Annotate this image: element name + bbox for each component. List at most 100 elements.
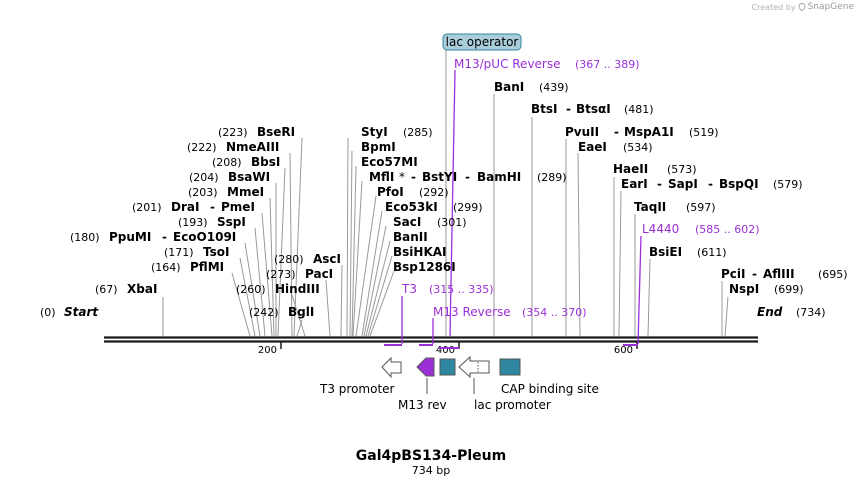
site-name-bseri: BseRI	[257, 125, 295, 139]
primer-labels: M13/pUC Reverse (367 .. 389) T3 (315 .. …	[401, 57, 760, 319]
leader-bsiei	[647, 258, 651, 337]
right-site-labels: BanI (439) BtsI - BtsαI (481) PvuII - Ms…	[494, 80, 848, 296]
site-name-tsoi: TsoI	[203, 245, 229, 259]
leader-eaei	[577, 152, 581, 337]
site-pos-mfli: (289)	[537, 171, 567, 184]
snapgene-logo-icon	[798, 3, 806, 11]
primer-l4440-name: L4440	[642, 222, 679, 236]
feature-label-t3-promoter: T3 promoter	[319, 382, 395, 396]
lac-operator-box	[442, 33, 522, 51]
site-name-bspqi: BspQI	[719, 177, 759, 191]
site-pos-bani: (439)	[539, 81, 569, 94]
site-separator-mfli-1: -	[411, 170, 416, 184]
created-by-label: Created by	[751, 2, 796, 12]
site-pos-drai: (201)	[132, 201, 162, 214]
site-name-saci: SacI	[393, 215, 421, 229]
primer-m13-reverse-range: (354 .. 370)	[522, 306, 587, 319]
feature-label-cap-binding-site: CAP binding site	[501, 382, 599, 396]
site-name-taqii: TaqII	[634, 200, 666, 214]
site-pos-haeii: (573)	[667, 163, 697, 176]
leader-bsihkai	[367, 255, 393, 337]
site-name-bsp1286i: Bsp1286I	[393, 260, 456, 274]
site-pos-eari: (579)	[773, 178, 803, 191]
site-pos-btsi: (481)	[624, 103, 654, 116]
left-site-labels: (223) BseRI (222) NmeAIII (208) BbsI (20…	[70, 125, 295, 296]
site-pos-nspi: (699)	[774, 283, 804, 296]
site-name-bamhi: BamHI	[477, 170, 521, 184]
site-name-bsiei: BsiEI	[649, 245, 682, 259]
site-pos-paci: (273)	[266, 268, 296, 281]
leader-eari	[618, 190, 622, 337]
leader-banii	[365, 240, 391, 337]
feature-label-lac-promoter: lac promoter	[474, 398, 551, 412]
site-name-bani: BanI	[494, 80, 524, 94]
leader-nmeaiii	[289, 152, 293, 337]
site-name-eco57mi: Eco57MI	[361, 155, 418, 169]
lac-promoter-arrow	[458, 355, 490, 379]
site-pos-pfoi: (292)	[419, 186, 449, 199]
leader-saci	[363, 225, 387, 337]
lac-operator-feature	[439, 358, 456, 376]
leader-asci	[340, 264, 343, 337]
site-pos-bsiei: (611)	[697, 246, 727, 259]
site-separator-eari-1: -	[657, 177, 662, 191]
site-pos-saci: (301)	[437, 216, 467, 229]
site-pos-ppumi: (180)	[70, 231, 100, 244]
tick-label-600: 600	[614, 345, 633, 356]
map-length: 734 bp	[412, 464, 450, 477]
site-pos-styi: (285)	[403, 126, 433, 139]
site-name-btsai: BtsαI	[576, 102, 611, 116]
site-name-eaei: EaeI	[578, 140, 607, 154]
middle-low-site-labels: (280) AscI (273) PacI (260) HindIII (242…	[236, 252, 341, 319]
leader-eco53ki	[361, 210, 383, 337]
site-pos-pcii: (695)	[818, 268, 848, 281]
leader-nspi	[724, 296, 729, 337]
leader-mfli	[352, 180, 363, 337]
leader-m13-puc-reverse	[449, 69, 456, 337]
site-pos-xbai: (67)	[95, 283, 118, 296]
site-pos-tsoi: (171)	[164, 246, 194, 259]
primer-t3-range: (315 .. 335)	[429, 283, 494, 296]
site-name-pmei: PmeI	[221, 200, 255, 214]
site-pos-pflmi: (164)	[151, 261, 181, 274]
start-label: Start	[64, 305, 99, 319]
site-name-hindiii: HindIII	[275, 282, 320, 296]
site-name-banii: BanII	[393, 230, 428, 244]
site-name-mmei: MmeI	[227, 185, 264, 199]
feature-label-connectors	[426, 378, 475, 394]
site-name-pfoi: PfoI	[377, 185, 404, 199]
site-name-ecoo109i: EcoO109I	[173, 230, 236, 244]
site-separator-mfli-2: -	[465, 170, 470, 184]
site-name-mfli: MflI	[369, 170, 394, 184]
primer-m13-puc-reverse-range: (367 .. 389)	[575, 58, 640, 71]
site-pos-bgli: (242)	[249, 306, 279, 319]
snapgene-name: SnapGene	[807, 2, 854, 12]
site-name-nspi: NspI	[729, 282, 759, 296]
site-name-styi: StyI	[361, 125, 388, 139]
leader-styi	[346, 137, 349, 337]
site-name-sspi: SspI	[217, 215, 246, 229]
leader-ppumi	[244, 242, 261, 337]
site-pos-asci: (280)	[274, 253, 304, 266]
site-pos-mmei: (203)	[188, 186, 218, 199]
lac-operator-label: lac operator	[446, 35, 519, 49]
leader-bseri	[293, 137, 303, 337]
site-name-bpmi: BpmI	[361, 140, 396, 154]
primer-m13-reverse-name: M13 Reverse	[433, 305, 511, 319]
end-label: End	[757, 305, 783, 319]
site-separator-eari-2: -	[708, 177, 713, 191]
site-separator-pcii: -	[752, 267, 757, 281]
feature-labels: T3 promoter M13 rev lac promoter CAP bin…	[319, 382, 599, 412]
leader-drai	[261, 212, 273, 337]
site-name-btsi: BtsI	[531, 102, 558, 116]
leader-bgli	[296, 319, 303, 337]
leader-paci	[325, 279, 331, 337]
site-name-xbai: XbaI	[127, 282, 157, 296]
site-name-haeii: HaeII	[613, 162, 648, 176]
site-name-bstyi: BstYI	[422, 170, 457, 184]
start-position: (0)	[40, 306, 56, 319]
site-name-bbsi: BbsI	[251, 155, 280, 169]
m13-rev-arrow	[416, 357, 435, 377]
feature-label-m13-rev: M13 rev	[398, 398, 447, 412]
